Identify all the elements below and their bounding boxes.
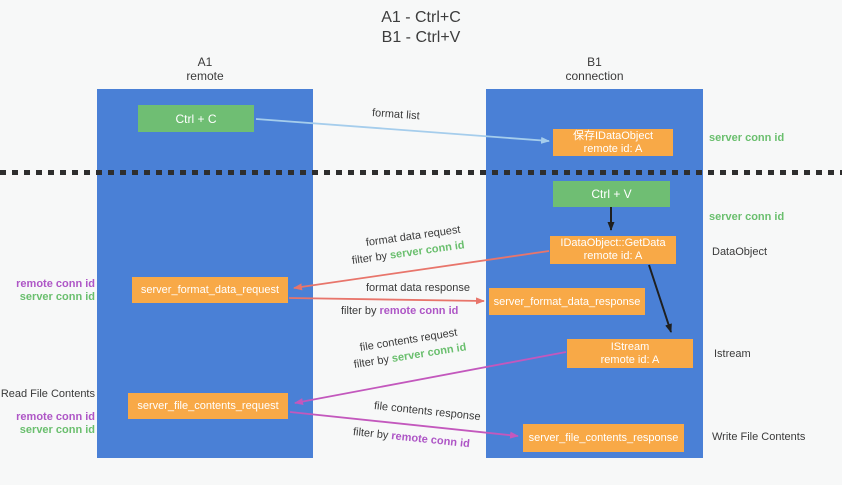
node-istream-line1: IStream (610, 340, 650, 353)
label-filter-by-remote-conn-id-1: filter by remote conn id (341, 305, 458, 318)
filter-by-text: filter by (341, 305, 380, 317)
node-ctrl-v: Ctrl + V (553, 181, 670, 207)
node-idataobject-getdata-line1: IDataObject::GetData (560, 237, 666, 249)
label-server-conn-id-right-top: server conn id (709, 132, 785, 144)
label-remote-conn-id-left-top: remote conn id (16, 278, 95, 290)
node-istream-line2: remote id: A (600, 353, 660, 366)
node-save-idataobject-line2: remote id: A (583, 142, 643, 155)
lane-a1-role: remote (186, 69, 224, 83)
node-server-format-data-request: server_format_data_request (132, 277, 288, 303)
node-server-file-contents-request: server_file_contents_request (128, 393, 288, 419)
arrow-format-data-response (288, 297, 485, 305)
node-istream: IStream remote id: A (567, 339, 693, 368)
label-format-data-response: format data response (366, 282, 470, 294)
lane-b1-role: connection (565, 69, 624, 83)
label-filter-by-remote-conn-id-2: filter by remote conn id (352, 426, 470, 451)
remote-conn-id-text: remote conn id (379, 305, 459, 317)
label-write-file-contents: Write File Contents (712, 431, 806, 443)
title-line-1: A1 - Ctrl+C (381, 9, 461, 26)
node-ctrl-c: Ctrl + C (138, 105, 254, 132)
label-istream: Istream (714, 348, 751, 360)
label-server-conn-id-left-bottom: server conn id (19, 424, 95, 436)
title-line-2: B1 - Ctrl+V (381, 29, 461, 46)
label-read-file-contents: Read File Contents (0, 388, 95, 400)
filter-by-text: filter by (352, 353, 393, 371)
node-save-idataobject: 保存IDataObject remote id: A (553, 129, 673, 156)
node-server-format-data-response: server_format_data_response (489, 288, 645, 315)
label-server-conn-id-right-bottom: server conn id (709, 211, 785, 223)
node-server-file-contents-response: server_file_contents_response (523, 424, 684, 452)
lane-b1-name: B1 (587, 55, 602, 69)
filter-by-text: filter by (352, 426, 392, 442)
label-file-contents-response: file contents response (373, 400, 482, 424)
label-remote-conn-id-left-bottom: remote conn id (16, 411, 95, 423)
label-format-list: format list (371, 107, 421, 123)
remote-conn-id-text: remote conn id (390, 430, 471, 451)
lane-a1-header: A1 remote (97, 55, 313, 83)
node-idataobject-getdata: IDataObject::GetData remote id: A (550, 236, 676, 264)
node-idataobject-getdata-line2: remote id: A (583, 250, 643, 262)
filter-by-text: filter by (351, 249, 391, 267)
lane-b1-header: B1 connection (486, 55, 703, 83)
session-divider-dotted-line (0, 170, 842, 175)
label-server-conn-id-left-top: server conn id (19, 291, 95, 303)
node-save-idataobject-line1: 保存IDataObject (572, 129, 654, 142)
lane-a1-name: A1 (197, 55, 213, 69)
diagram-title: A1 - Ctrl+C B1 - Ctrl+V (0, 8, 842, 48)
label-dataobject: DataObject (712, 246, 768, 258)
